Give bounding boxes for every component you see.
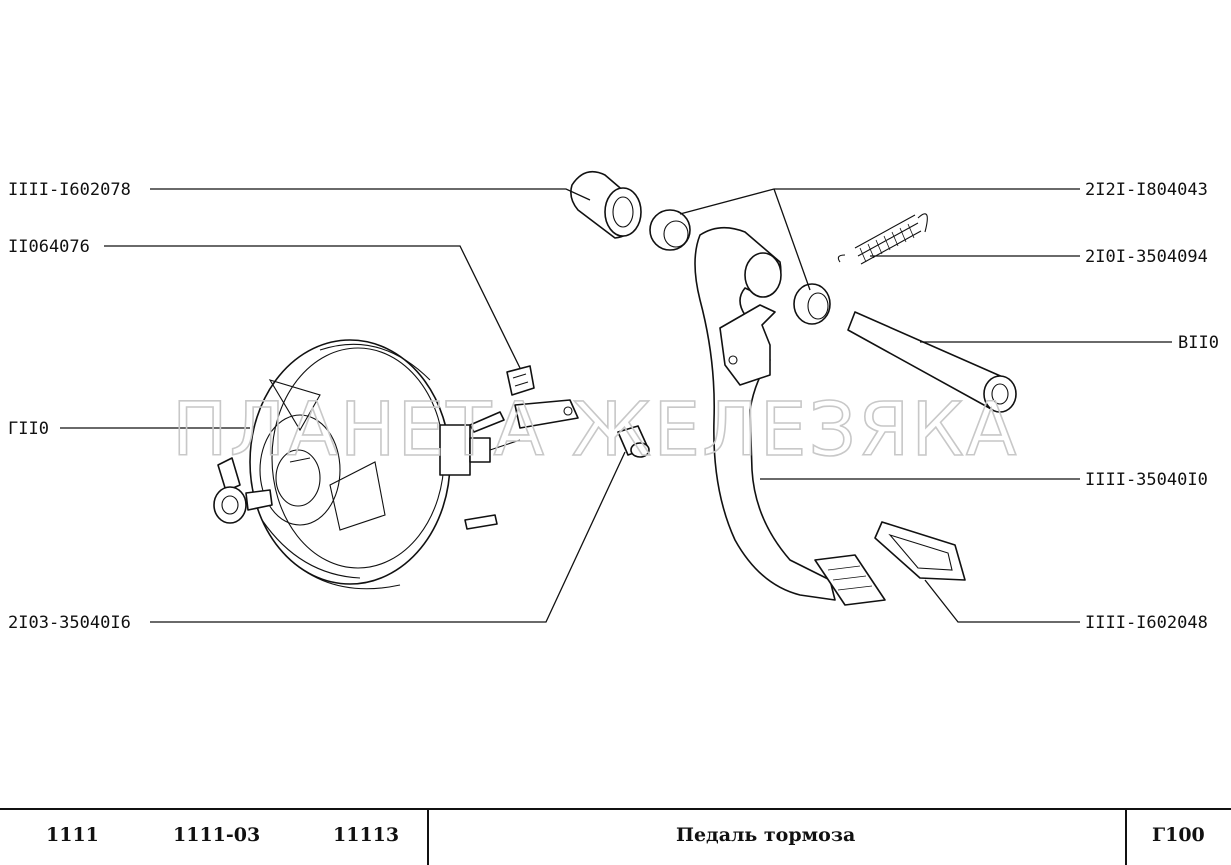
callout-pin: 2I03-35040I6 (8, 613, 131, 633)
brake-pedal-lever (694, 226, 886, 606)
callout-bushing-top-left: IIII-I602078 (8, 180, 131, 200)
callout-pedal: IIII-35040I0 (1085, 470, 1208, 490)
callout-booster: ГII0 (8, 419, 49, 439)
callout-spring: 2I0I-3504094 (1085, 247, 1208, 267)
diagram-title: Педаль тормоза (676, 824, 856, 846)
divider-left (427, 810, 429, 865)
callout-axle: BII0 (1178, 333, 1219, 353)
return-spring (837, 213, 928, 265)
callout-bushing-pair: 2I2I-I804043 (1085, 180, 1208, 200)
model-2: 1111-03 (173, 824, 261, 846)
model-1: 1111 (46, 824, 99, 846)
pedal-pad (874, 521, 966, 581)
sheet-code: Г100 (1152, 824, 1205, 846)
vacuum-booster (213, 339, 579, 590)
bushing-small-right (793, 283, 831, 325)
leader-lines (60, 188, 1172, 623)
title-block: 1111 1111-03 11113 Педаль тормоза Г100 (0, 808, 1231, 865)
spring-clip (506, 365, 535, 396)
divider-right (1125, 810, 1127, 865)
watermark: ПЛАНЕТА ЖЕЛЕЗЯКА (172, 387, 1019, 473)
callout-clip: II064076 (8, 237, 90, 257)
model-3: 11113 (333, 824, 400, 846)
callout-pad: IIII-I602048 (1085, 613, 1208, 633)
pivot-pin (617, 425, 650, 458)
bushing-top-left (570, 170, 642, 239)
pedal-axle (847, 311, 1017, 413)
bushing-small-left (649, 209, 691, 251)
